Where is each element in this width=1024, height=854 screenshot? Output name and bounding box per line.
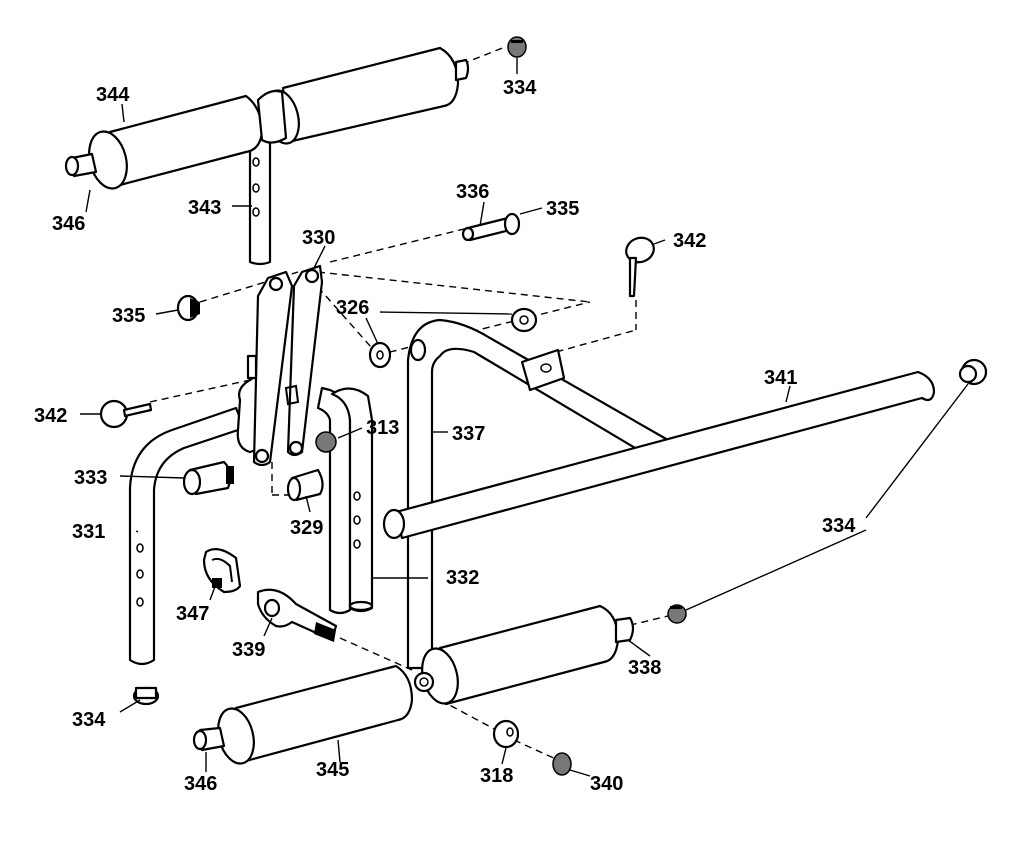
label-333: 333 xyxy=(74,467,107,489)
bracket-330 xyxy=(236,264,324,467)
main-frame xyxy=(382,318,988,670)
washer-318-icon xyxy=(492,719,520,749)
top-roller-assembly xyxy=(64,46,470,266)
label-334-top: 334 xyxy=(503,77,537,99)
label-345: 345 xyxy=(316,759,349,781)
part-labels: 344 334 346 343 336 335 330 342 335 326 … xyxy=(34,77,856,795)
label-334-bottom: 334 xyxy=(72,709,106,731)
label-334-right: 334 xyxy=(822,515,856,537)
label-313: 313 xyxy=(366,417,399,439)
label-330: 330 xyxy=(302,227,335,249)
label-331: 331 xyxy=(72,521,105,543)
label-346-bottom: 346 xyxy=(184,773,217,795)
clip-347-icon xyxy=(202,547,242,594)
label-336: 336 xyxy=(456,181,489,203)
nut-340-icon xyxy=(552,752,572,776)
label-347: 347 xyxy=(176,603,209,625)
label-329: 329 xyxy=(290,517,323,539)
label-343: 343 xyxy=(188,197,221,219)
label-326: 326 xyxy=(336,297,369,319)
washer-326-icon xyxy=(368,307,538,369)
label-339: 339 xyxy=(232,639,265,661)
cap-334-right-icon xyxy=(667,604,687,624)
leader-lines xyxy=(80,58,969,777)
label-338: 338 xyxy=(628,657,661,679)
bottom-roller-assembly xyxy=(192,604,635,765)
bolt-336-icon xyxy=(461,212,521,242)
label-340: 340 xyxy=(590,773,623,795)
label-332: 332 xyxy=(446,567,479,589)
label-342-right: 342 xyxy=(673,230,706,252)
cap-334-top-icon xyxy=(507,36,527,58)
label-341: 341 xyxy=(764,367,797,389)
nut-313-icon xyxy=(315,431,337,453)
label-342-left: 342 xyxy=(34,405,67,427)
label-318: 318 xyxy=(480,765,513,787)
label-346-top: 346 xyxy=(52,213,85,235)
label-344: 344 xyxy=(96,84,130,106)
spacer-329-icon xyxy=(286,468,324,502)
label-335-left: 335 xyxy=(112,305,145,327)
label-335-top: 335 xyxy=(546,198,579,220)
pin-342-left-icon xyxy=(99,399,153,429)
hook-339-icon xyxy=(256,588,338,642)
knob-333-icon xyxy=(182,460,234,496)
pin-342-right-icon xyxy=(625,236,655,298)
label-337: 337 xyxy=(452,423,485,445)
nut-335-left-icon xyxy=(176,294,200,322)
left-leg-331 xyxy=(128,386,374,666)
